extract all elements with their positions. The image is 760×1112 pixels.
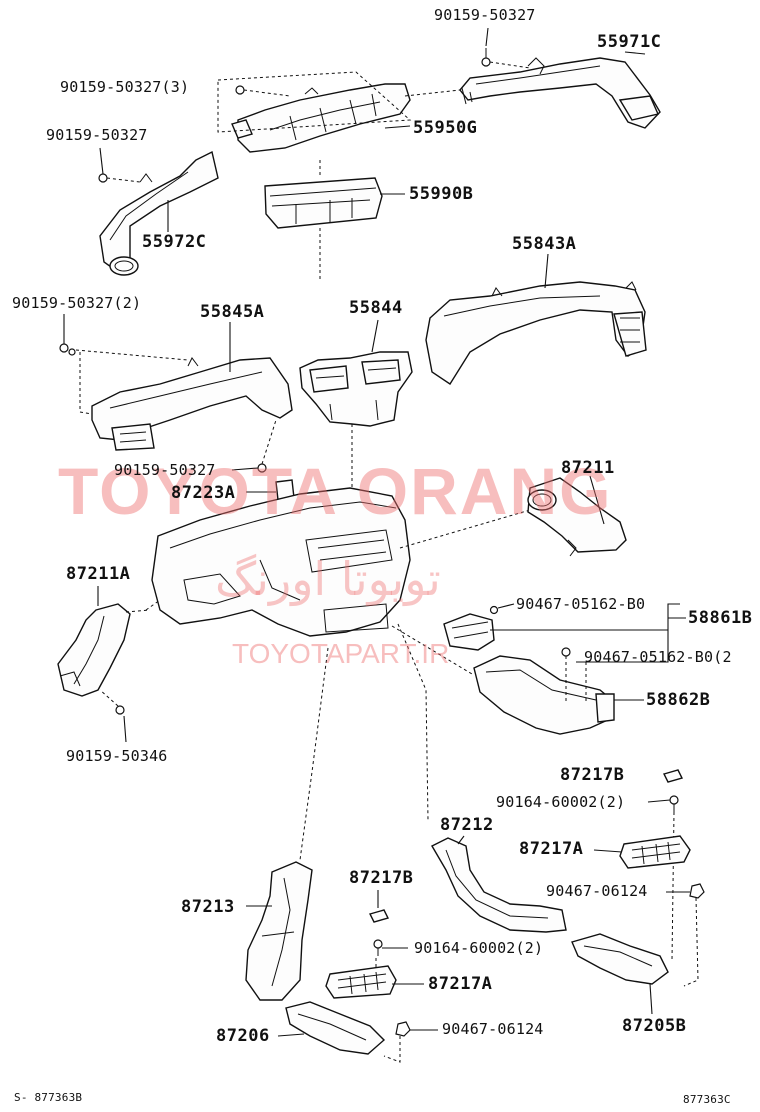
heater-unit-assembly xyxy=(151,487,411,637)
label-58861b: 58861B xyxy=(688,608,753,628)
part-87212-duct xyxy=(431,837,567,933)
part-87213-duct xyxy=(245,861,313,1001)
label-87211a: 87211A xyxy=(66,564,131,584)
label-90159-50346: 90159-50346 xyxy=(66,747,168,765)
part-55845a-duct xyxy=(91,357,293,451)
label-55845a: 55845A xyxy=(200,302,265,322)
screw-90164-60002-right xyxy=(669,795,679,812)
label-90467-05162-b0-2: 90467-05162-B0(2 xyxy=(584,648,732,666)
label-87205b: 87205B xyxy=(622,1016,687,1036)
label-90159-50327-left: 90159-50327 xyxy=(46,126,148,144)
label-87217b-mid: 87217B xyxy=(349,868,414,888)
part-87205b-duct xyxy=(571,933,669,985)
label-90159-50327-mid: 90159-50327 xyxy=(114,461,216,479)
label-90164-60002-2-right: 90164-60002(2) xyxy=(496,793,626,811)
nut-90467-06124-right xyxy=(689,883,705,899)
part-55972c-duct xyxy=(99,150,219,276)
label-87206: 87206 xyxy=(216,1026,270,1046)
part-58862b-duct xyxy=(473,655,615,735)
part-58861b-vent xyxy=(443,613,495,651)
label-90467-06124-right: 90467-06124 xyxy=(546,882,648,900)
label-87217a-right: 87217A xyxy=(519,839,584,859)
screw-90467-05162-b0 xyxy=(489,605,499,615)
label-55972c: 55972C xyxy=(142,232,207,252)
part-55950g-vent xyxy=(231,83,411,153)
label-55950g: 55950G xyxy=(413,118,478,138)
part-87217b-clip-mid xyxy=(368,909,390,923)
part-55843a-duct xyxy=(425,281,647,385)
label-55971c: 55971C xyxy=(597,32,662,52)
label-90164-60002-2-mid: 90164-60002(2) xyxy=(414,939,544,957)
label-90159-50327-2: 90159-50327(2) xyxy=(12,294,142,312)
label-87217a-mid: 87217A xyxy=(428,974,493,994)
screw-90164-60002-mid xyxy=(373,939,383,956)
part-87217b-clip-right xyxy=(662,769,684,783)
part-87211-duct xyxy=(527,477,627,557)
bolt-90159-50346 xyxy=(99,689,125,715)
screw-90467-05162-b0-2 xyxy=(561,647,571,657)
label-87211: 87211 xyxy=(561,458,615,478)
part-55971c-duct xyxy=(459,57,661,129)
label-55843a: 55843A xyxy=(512,234,577,254)
nut-90467-06124-mid xyxy=(395,1021,411,1037)
label-87223a: 87223A xyxy=(171,483,236,503)
label-90467-06124-mid: 90467-06124 xyxy=(442,1020,544,1038)
label-90467-05162-b0: 90467-05162-B0 xyxy=(516,595,646,613)
label-87217b-right: 87217B xyxy=(560,765,625,785)
label-55990b: 55990B xyxy=(409,184,474,204)
label-58862b: 58862B xyxy=(646,690,711,710)
bolt-90159-50327-3 xyxy=(235,85,291,97)
label-87213: 87213 xyxy=(181,897,235,917)
bolt-90159-50327-2 xyxy=(59,343,189,415)
part-87206-duct xyxy=(285,1001,386,1055)
bolt-90159-50327-left xyxy=(98,173,141,183)
label-87212: 87212 xyxy=(440,815,494,835)
label-90159-50327-3: 90159-50327(3) xyxy=(60,78,190,96)
diagram-code-right: 877363C xyxy=(683,1093,731,1106)
part-55844-twin-vent xyxy=(299,351,413,427)
part-87217a-register-mid xyxy=(325,965,397,999)
part-87217a-register-right xyxy=(619,835,691,869)
bolt-90159-50327-mid xyxy=(257,419,277,473)
part-55990b-register xyxy=(264,177,383,229)
bolt-90159-50327-top xyxy=(481,48,531,69)
diagram-code-left: S- 877363B xyxy=(14,1091,83,1104)
label-90159-50327-top: 90159-50327 xyxy=(434,6,536,24)
label-55844: 55844 xyxy=(349,298,403,318)
part-87211a-duct xyxy=(57,603,131,697)
